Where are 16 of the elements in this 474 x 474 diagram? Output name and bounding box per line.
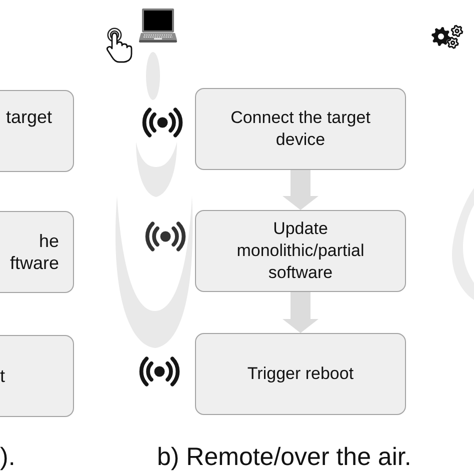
process-box	[0, 335, 74, 417]
arrow	[282, 292, 318, 333]
step-label: t	[0, 365, 6, 387]
process-box	[195, 88, 406, 170]
process-box	[0, 211, 74, 293]
step-label: Connect the target device	[230, 107, 371, 151]
step-label: Update monolithic/partial software	[236, 218, 365, 284]
step-label: he ftware	[8, 230, 59, 274]
caption-text: ).	[0, 442, 16, 472]
caption-text: b) Remote/over the air.	[157, 442, 412, 472]
process-box	[195, 210, 406, 292]
step-label: target	[4, 106, 52, 128]
process-box	[0, 90, 74, 172]
arrow	[282, 170, 318, 210]
process-box	[195, 333, 406, 415]
step-label: Trigger reboot	[246, 363, 354, 385]
